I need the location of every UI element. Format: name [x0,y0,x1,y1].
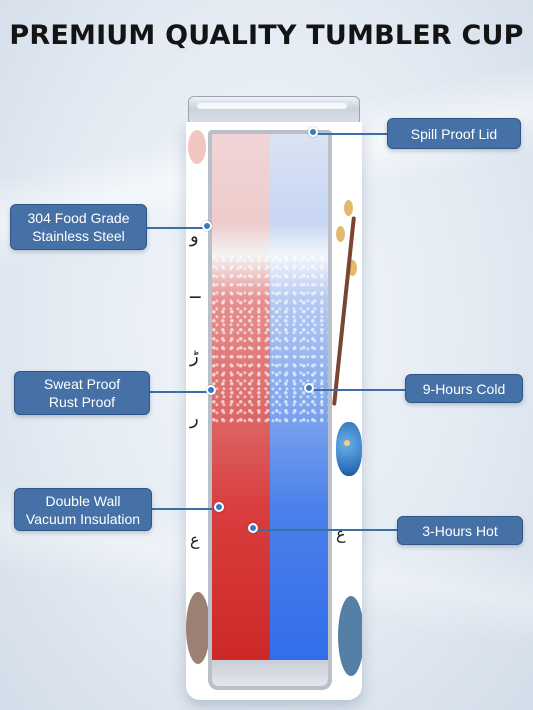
dot-marker-icon [214,502,224,512]
headline: PREMIUM QUALITY TUMBLER CUP [9,20,524,51]
tumbler-lid [188,96,360,124]
condensation-texture [212,256,328,426]
dot-marker-icon [206,385,216,395]
callout-line [147,227,207,229]
callout-line [318,133,388,135]
callout-line [258,529,398,531]
lid-rim [197,103,347,109]
flower-center [344,440,350,446]
decorative-script: و [190,226,199,247]
decorative-script: ر [190,408,199,429]
callout-text: Vacuum Insulation [25,510,141,527]
callout-double-wall: Double Wall Vacuum Insulation [14,488,152,531]
callout-hot-retention: 3-Hours Hot [397,516,523,545]
tumbler-cross-section [208,130,332,690]
decorative-script: ع [190,530,200,549]
steel-base [212,660,328,686]
decorative-script: ع [336,524,346,543]
callout-spill-proof-lid: Spill Proof Lid [387,118,521,149]
watercolor-stain [186,592,210,664]
callout-stainless-steel: 304 Food Grade Stainless Steel [10,204,147,250]
callout-text: Spill Proof Lid [410,125,498,142]
callout-text: Double Wall [45,492,121,509]
callout-line [314,389,406,391]
flower-bud [344,200,353,216]
callout-text: 3-Hours Hot [422,522,498,539]
tumbler-image: و ــ ڑ ر ع ع [186,96,362,702]
callout-line [150,391,210,393]
callout-sweat-rust-proof: Sweat Proof Rust Proof [14,371,150,415]
callout-line [152,508,218,510]
decorative-script: ــ [190,282,201,303]
decorative-script: ڑ [190,346,199,367]
callout-text: Sweat Proof [43,376,121,392]
dot-marker-icon [248,523,258,533]
dot-marker-icon [202,221,212,231]
tumbler-print-left: و ــ ڑ ر ع [186,122,210,700]
callout-text: Rust Proof [48,394,116,410]
callout-text: 304 Food Grade [27,210,130,226]
dot-marker-icon [308,127,318,137]
callout-text: 9-Hours Cold [422,380,506,397]
blue-flower-illustration [336,422,362,476]
flower-bud [336,226,345,242]
dot-marker-icon [304,383,314,393]
watercolor-stain [188,130,206,164]
tumbler-print-right: ع [332,122,362,700]
callout-text: Stainless Steel [32,228,125,244]
branch-illustration [332,216,356,406]
flower-bud [348,260,357,276]
tumbler-body: و ــ ڑ ر ع ع [186,122,362,700]
callout-cold-retention: 9-Hours Cold [405,374,523,403]
leaf-illustration [338,596,362,676]
